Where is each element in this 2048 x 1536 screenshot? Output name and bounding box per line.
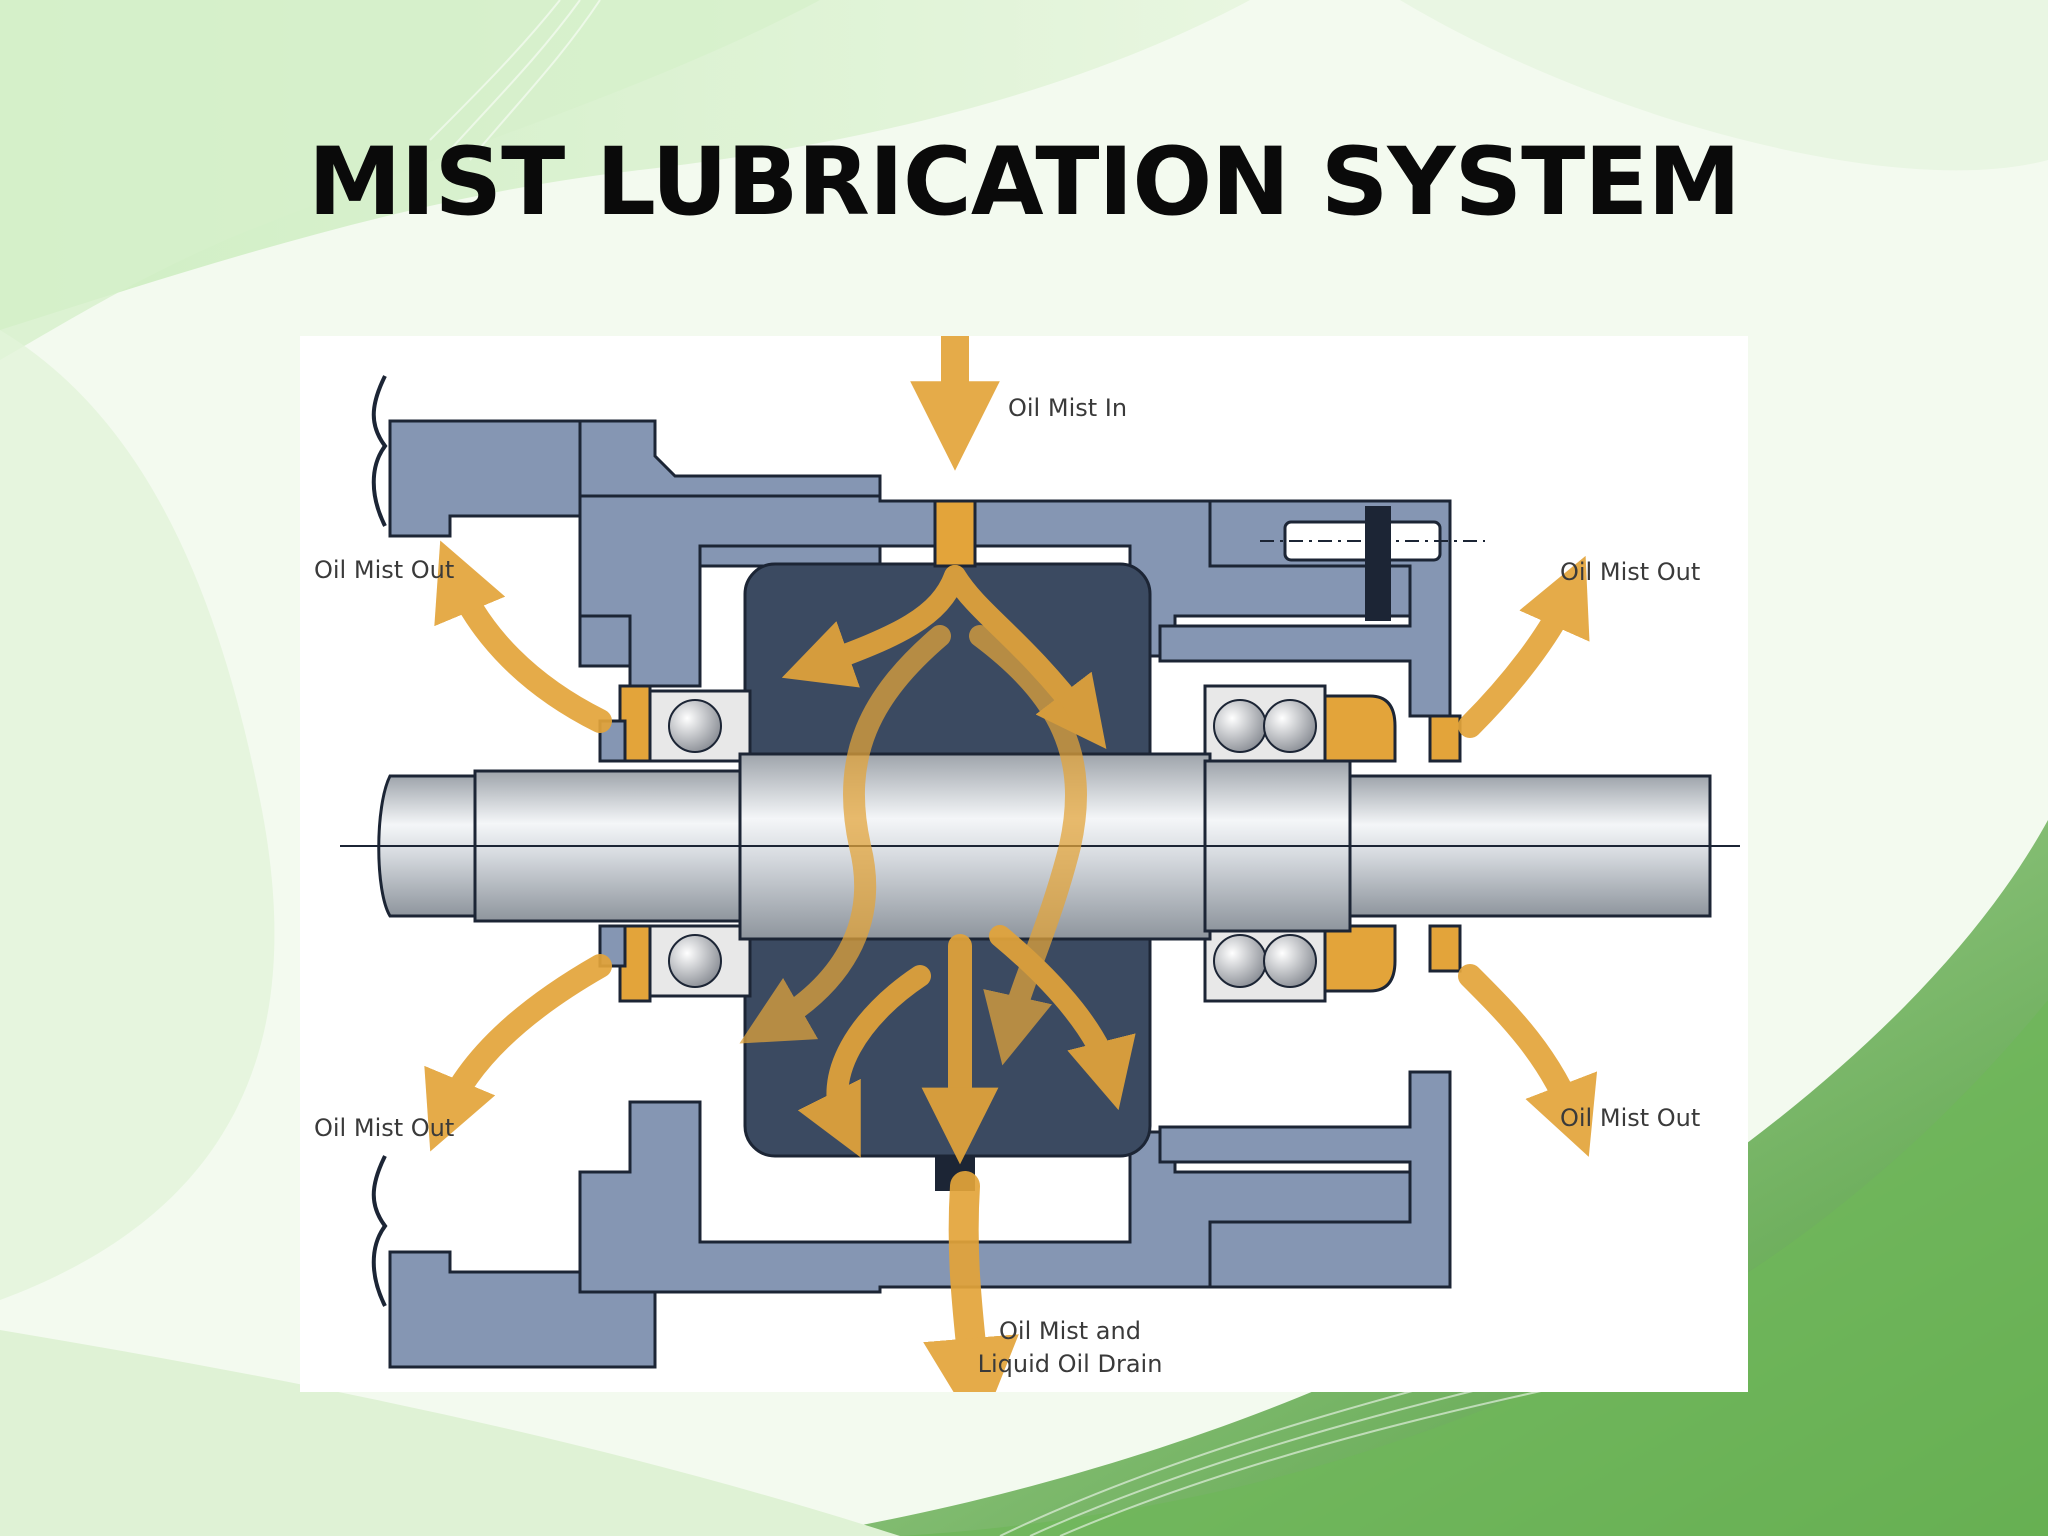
mist-lubrication-diagram: Oil Mist In Oil Mist Out Oil Mist Out Oi… xyxy=(300,336,1748,1392)
left-bearing-lower xyxy=(598,924,752,1003)
break-line-bottom xyxy=(371,1155,388,1307)
flow-arrow-loop-right xyxy=(969,625,1087,1066)
mist-inlet-port xyxy=(933,499,977,568)
flow-arrow-out-lower-right xyxy=(1458,964,1598,1157)
shaft xyxy=(340,752,1740,941)
flow-arrow-lower-left xyxy=(797,965,931,1158)
left-bearing-upper xyxy=(598,684,752,763)
bearing-cross-section: Oil Mist In Oil Mist Out Oil Mist Out Oi… xyxy=(314,336,1740,1392)
housing-lower-right xyxy=(1158,1070,1452,1289)
flow-arrow-drain xyxy=(923,1171,1019,1392)
label-oil-mist-out-upper-right: Oil Mist Out xyxy=(1560,558,1700,586)
flow-arrow-chamber-left xyxy=(781,565,966,688)
flow-arrow-chamber-right xyxy=(944,565,1107,749)
label-oil-mist-out-lower-left: Oil Mist Out xyxy=(314,1114,454,1142)
flow-arrow-out-upper-left xyxy=(434,540,612,733)
label-drain-line-1: Oil Mist and xyxy=(999,1317,1141,1345)
flow-arrow-out-upper-right xyxy=(1458,555,1590,738)
label-oil-mist-out-lower-right: Oil Mist Out xyxy=(1560,1104,1700,1132)
right-bearing-upper xyxy=(1203,684,1462,763)
label-drain-line-2: Liquid Oil Drain xyxy=(978,1350,1163,1378)
retaining-bolt xyxy=(1260,506,1485,621)
label-oil-mist-out-upper-left: Oil Mist Out xyxy=(314,556,454,584)
slide-title: MIST LUBRICATION SYSTEM xyxy=(307,128,1741,237)
flow-arrow-out-lower-left xyxy=(424,954,612,1152)
break-line-top xyxy=(371,375,388,527)
flow-arrow-lower-right xyxy=(989,925,1136,1111)
flow-arrow-loop-left xyxy=(739,625,951,1044)
label-oil-mist-in: Oil Mist In xyxy=(1008,394,1127,422)
oil-mist-flow xyxy=(424,336,1598,1392)
right-bearing-lower xyxy=(1203,924,1462,1003)
